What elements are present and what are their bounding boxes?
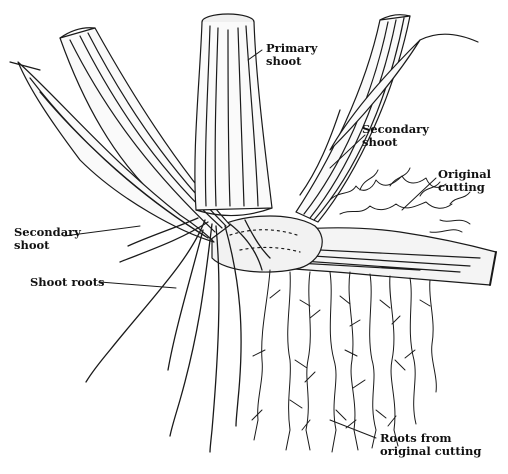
- roots-from-original-cutting: [252, 168, 470, 452]
- label-roots-from-cutting-line2: original cutting: [380, 445, 481, 458]
- label-original-cutting: Original cutting: [438, 168, 491, 194]
- label-primary-shoot-line2: shoot: [266, 55, 317, 68]
- primary-shoot: [195, 14, 272, 216]
- label-primary-shoot: Primary shoot: [266, 42, 317, 68]
- label-secondary-shoot-left-line2: shoot: [14, 239, 81, 252]
- label-secondary-shoot-right: Secondary shoot: [362, 123, 429, 149]
- label-roots-from-cutting: Roots from original cutting: [380, 432, 481, 458]
- label-secondary-shoot-right-line2: shoot: [362, 136, 429, 149]
- label-shoot-roots: Shoot roots: [30, 276, 105, 289]
- label-original-cutting-line2: cutting: [438, 181, 491, 194]
- label-secondary-shoot-left: Secondary shoot: [14, 226, 81, 252]
